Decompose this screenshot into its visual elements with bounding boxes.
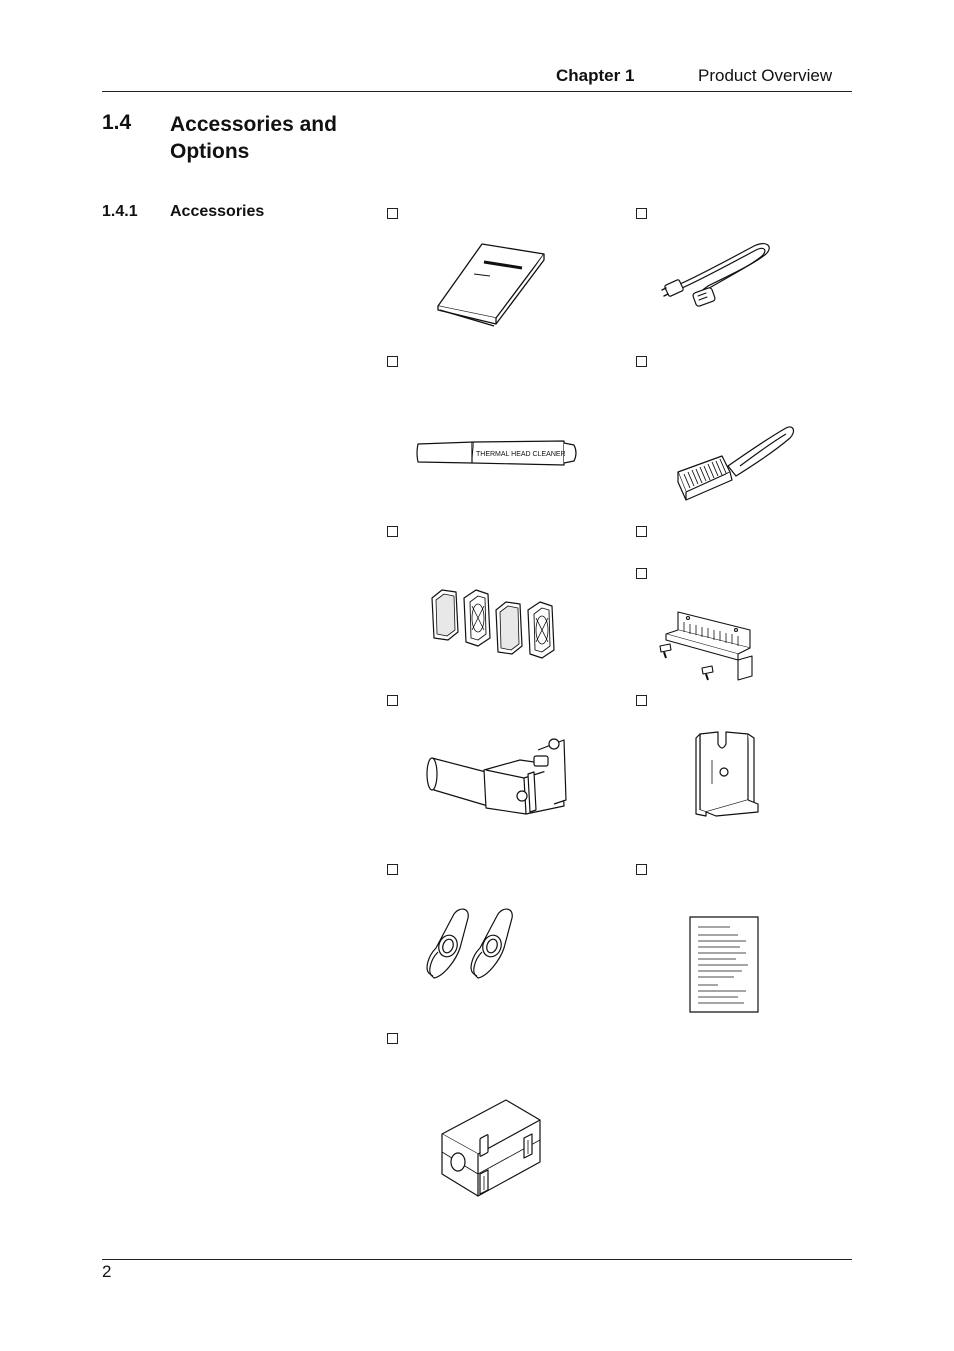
accessory-checkbox-6[interactable] (636, 526, 647, 537)
ferrite-core-icon (436, 1096, 546, 1200)
power-cord-icon (658, 238, 776, 308)
accessory-checkbox-10[interactable] (387, 864, 398, 875)
accessory-checkbox-4[interactable] (636, 356, 647, 367)
accessory-checkbox-8[interactable] (387, 695, 398, 706)
page-number: 2 (102, 1262, 112, 1281)
accessory-checkbox-5[interactable] (387, 526, 398, 537)
thermal-head-cleaner-icon: THERMAL HEAD CLEANER (414, 438, 580, 468)
cleaner-label-text: THERMAL HEAD CLEANER (476, 451, 566, 458)
accessory-checkbox-2[interactable] (636, 208, 647, 219)
mounting-bracket-icon (692, 730, 764, 818)
manual-booklet-icon (430, 238, 550, 336)
instruction-sheet-icon (688, 915, 760, 1015)
cleaning-brush-icon (668, 422, 798, 502)
section-number: 1.4 (102, 111, 132, 134)
accessory-checkbox-1[interactable] (387, 208, 398, 219)
chapter-label: Chapter 1 (556, 66, 635, 85)
guide-plate-screws-icon (658, 606, 758, 682)
header-rule (102, 91, 852, 92)
spindle-shaft-icon (424, 730, 578, 818)
subsection-title: Accessories (170, 203, 265, 220)
spacer-washers-icon (424, 904, 524, 980)
accessory-checkbox-7[interactable] (636, 568, 647, 579)
fan-filters-icon (428, 588, 558, 664)
accessory-checkbox-3[interactable] (387, 356, 398, 367)
accessory-checkbox-11[interactable] (636, 864, 647, 875)
footer-rule (102, 1259, 852, 1260)
accessory-checkbox-12[interactable] (387, 1033, 398, 1044)
subsection-number: 1.4.1 (102, 203, 138, 220)
accessory-checkbox-9[interactable] (636, 695, 647, 706)
chapter-title: Product Overview (698, 66, 833, 85)
section-title: Accessories and Options (170, 113, 337, 163)
